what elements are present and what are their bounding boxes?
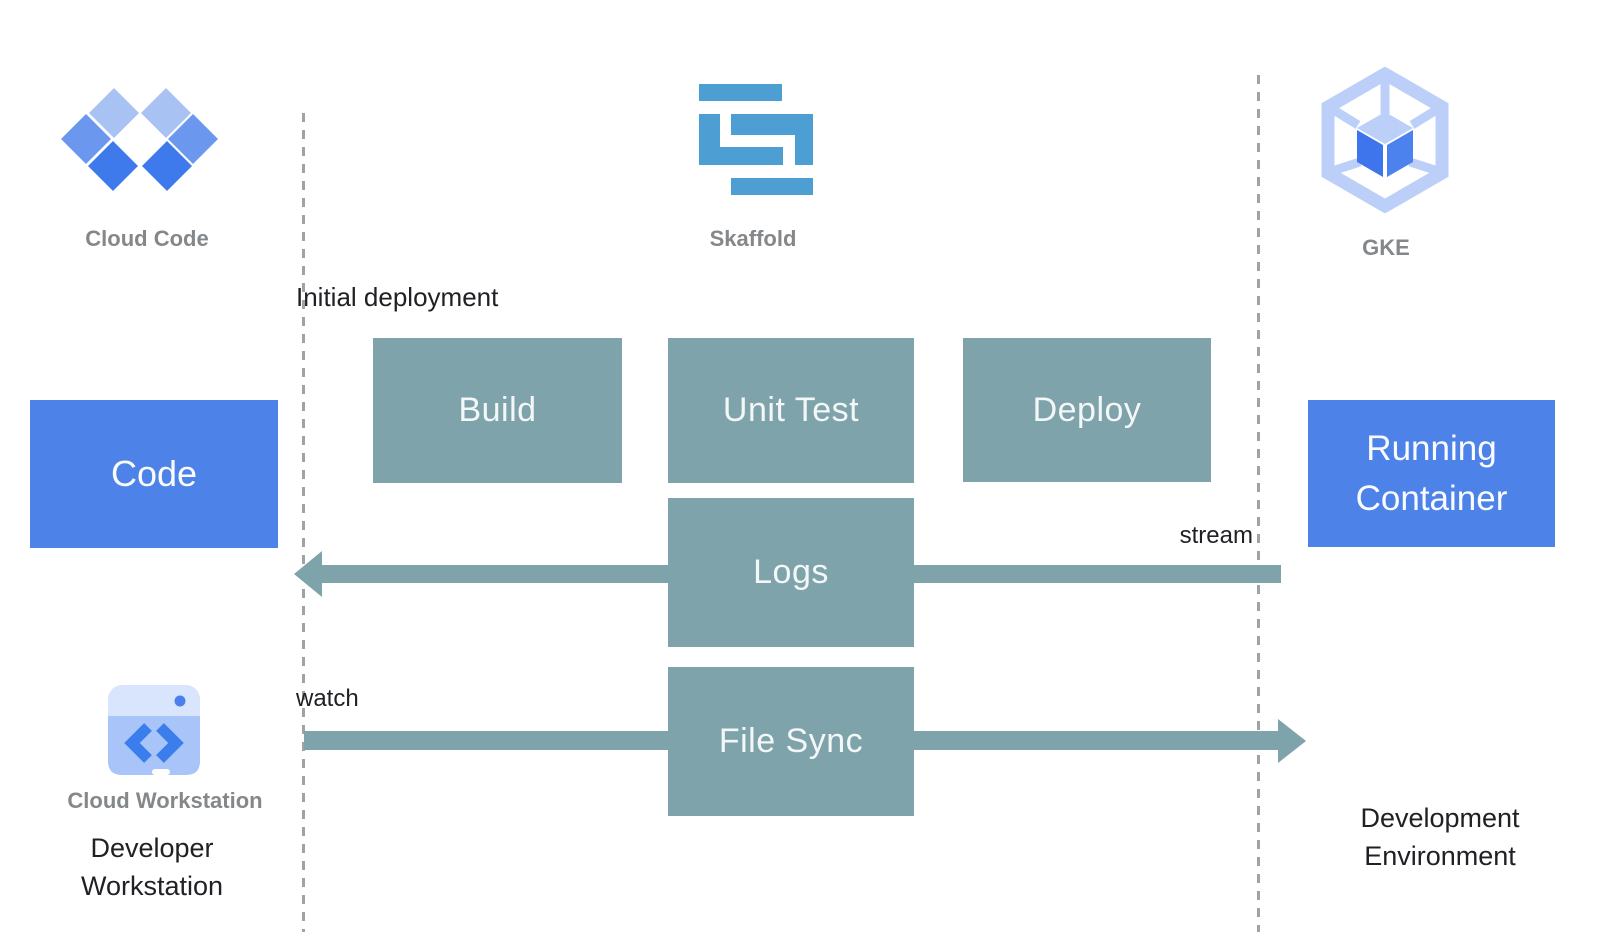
gke-icon — [1321, 67, 1449, 213]
watch-label: watch — [296, 685, 359, 712]
code-box: Code — [30, 400, 278, 548]
unit-test-box: Unit Test — [668, 338, 914, 483]
build-box: Build — [373, 338, 622, 483]
development-environment-caption: Development Environment — [1360, 803, 1520, 871]
file-sync-arrowhead-icon — [1278, 719, 1306, 763]
lane-divider-right — [1257, 75, 1260, 932]
cloud-code-label: Cloud Code — [85, 226, 209, 251]
cloud-code-icon — [61, 88, 218, 191]
logs-arrow-left-bar — [322, 565, 668, 583]
skaffold-label: Skaffold — [709, 226, 797, 251]
skaffold-icon — [699, 84, 813, 195]
logs-arrowhead-icon — [294, 551, 322, 597]
gke-label: GKE — [1362, 235, 1410, 260]
lane-divider-left — [302, 113, 305, 932]
stream-label: stream — [1179, 522, 1253, 549]
developer-workstation-caption: Developer Workstation — [80, 833, 224, 901]
deploy-box: Deploy — [963, 338, 1211, 482]
logs-arrow-right-bar — [914, 565, 1281, 583]
cloud-workstation-label: Cloud Workstation — [67, 788, 263, 813]
logs-box: Logs — [668, 498, 914, 647]
cloud-workstation-icon — [108, 685, 200, 775]
file-sync-box: File Sync — [668, 667, 914, 816]
initial-deployment-label: Initial deployment — [296, 282, 499, 312]
running-container-box: Running Container — [1308, 400, 1555, 547]
